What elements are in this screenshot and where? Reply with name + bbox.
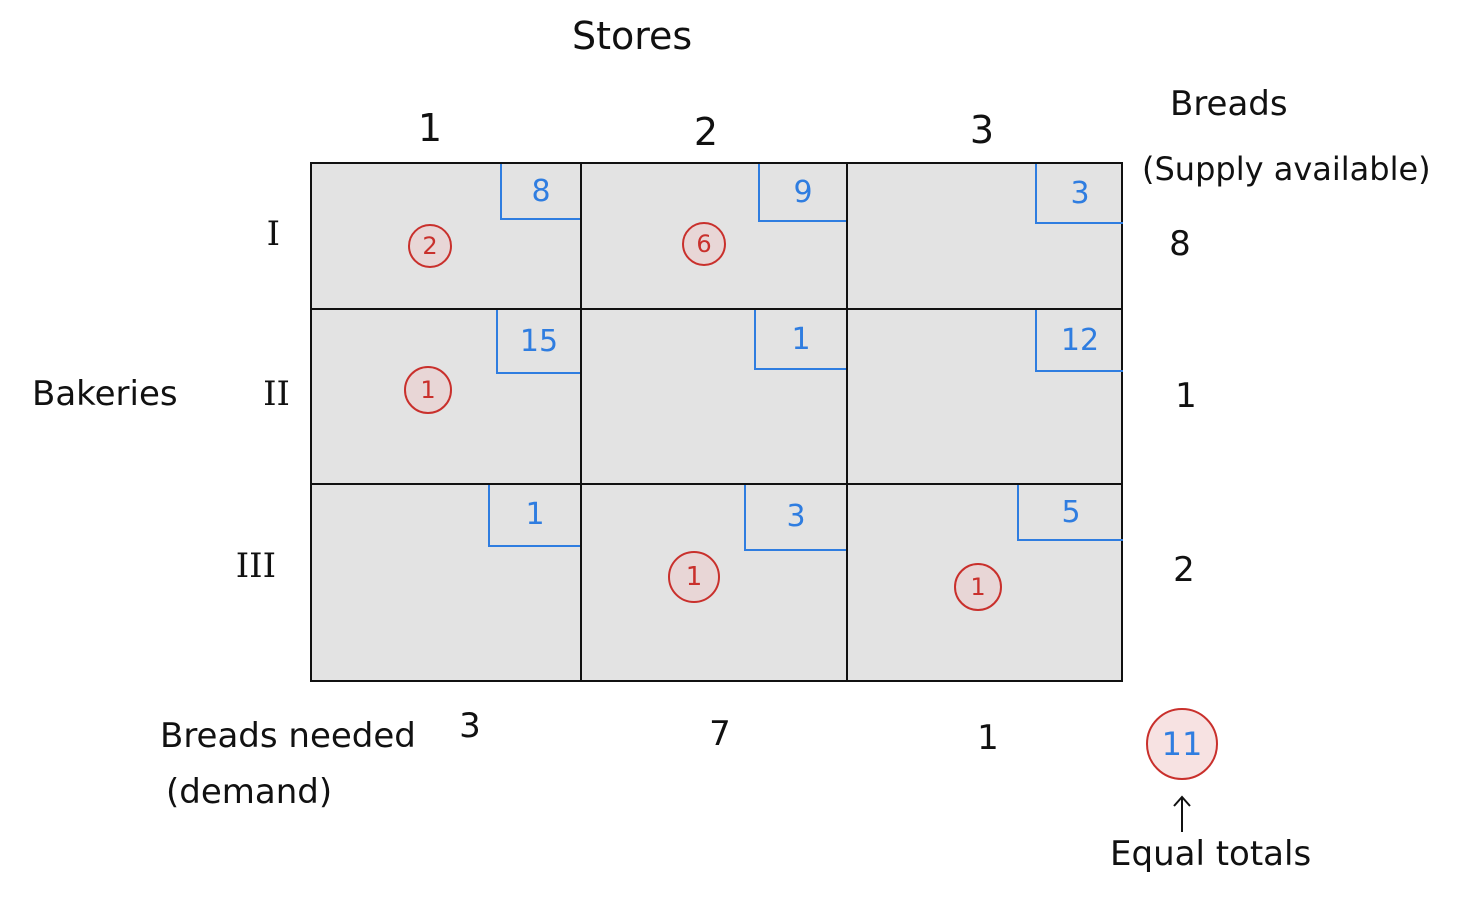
cell-III-1: 1: [312, 485, 580, 682]
row-header-I: I: [266, 214, 280, 254]
up-arrow-icon: [1173, 795, 1191, 832]
demand-3: 1: [977, 718, 999, 758]
supply-II: 1: [1175, 376, 1197, 416]
total-note: Equal totals: [1110, 834, 1312, 874]
total-circle: 11: [1146, 708, 1218, 780]
supply-header-line1: Breads: [1170, 84, 1288, 124]
supply-header-line2: (Supply available): [1142, 150, 1431, 188]
demand-2: 7: [709, 714, 731, 754]
cell-II-3: 12: [848, 310, 1123, 483]
grid-divider-h2: [312, 483, 1121, 485]
allocation-circle: 2: [408, 224, 452, 268]
cell-I-2: 9 6: [582, 164, 846, 308]
supply-I: 8: [1169, 224, 1191, 264]
row-header-II: II: [263, 374, 290, 414]
cost-box: 15: [496, 310, 580, 374]
cell-II-1: 15 1: [312, 310, 580, 483]
cell-III-3: 5 1: [848, 485, 1123, 682]
cost-box: 9: [758, 164, 846, 222]
diagram-title: Stores: [572, 14, 693, 58]
column-header-1: 1: [417, 106, 443, 150]
demand-1: 3: [459, 706, 481, 746]
cost-box: 5: [1017, 485, 1123, 541]
allocation-circle: 1: [404, 366, 452, 414]
allocation-circle: 6: [682, 222, 726, 266]
allocation-circle: 1: [954, 563, 1002, 611]
grid-divider-v1: [580, 164, 582, 680]
column-header-3: 3: [969, 108, 995, 152]
cell-II-2: 1: [582, 310, 846, 483]
cell-I-1: 8 2: [312, 164, 580, 308]
cost-box: 1: [754, 310, 846, 370]
cell-I-3: 3: [848, 164, 1123, 308]
demand-header-line1: Breads needed: [160, 716, 416, 756]
grid-divider-v2: [846, 164, 848, 680]
cost-box: 8: [500, 164, 580, 220]
row-header-III: III: [235, 546, 276, 586]
cell-III-2: 3 1: [582, 485, 846, 682]
cost-box: 3: [1035, 164, 1123, 224]
cost-box: 3: [744, 485, 846, 551]
column-header-2: 2: [693, 110, 719, 154]
cost-box: 1: [488, 485, 580, 547]
row-axis-label: Bakeries: [32, 374, 178, 414]
allocation-circle: 1: [668, 551, 720, 603]
grid-divider-h1: [312, 308, 1121, 310]
transport-table: 8 2 9 6 3 15 1 1 12 1 3 1 5 1: [310, 162, 1123, 682]
supply-III: 2: [1173, 550, 1195, 590]
demand-header-line2: (demand): [166, 772, 333, 812]
cost-box: 12: [1035, 310, 1123, 372]
